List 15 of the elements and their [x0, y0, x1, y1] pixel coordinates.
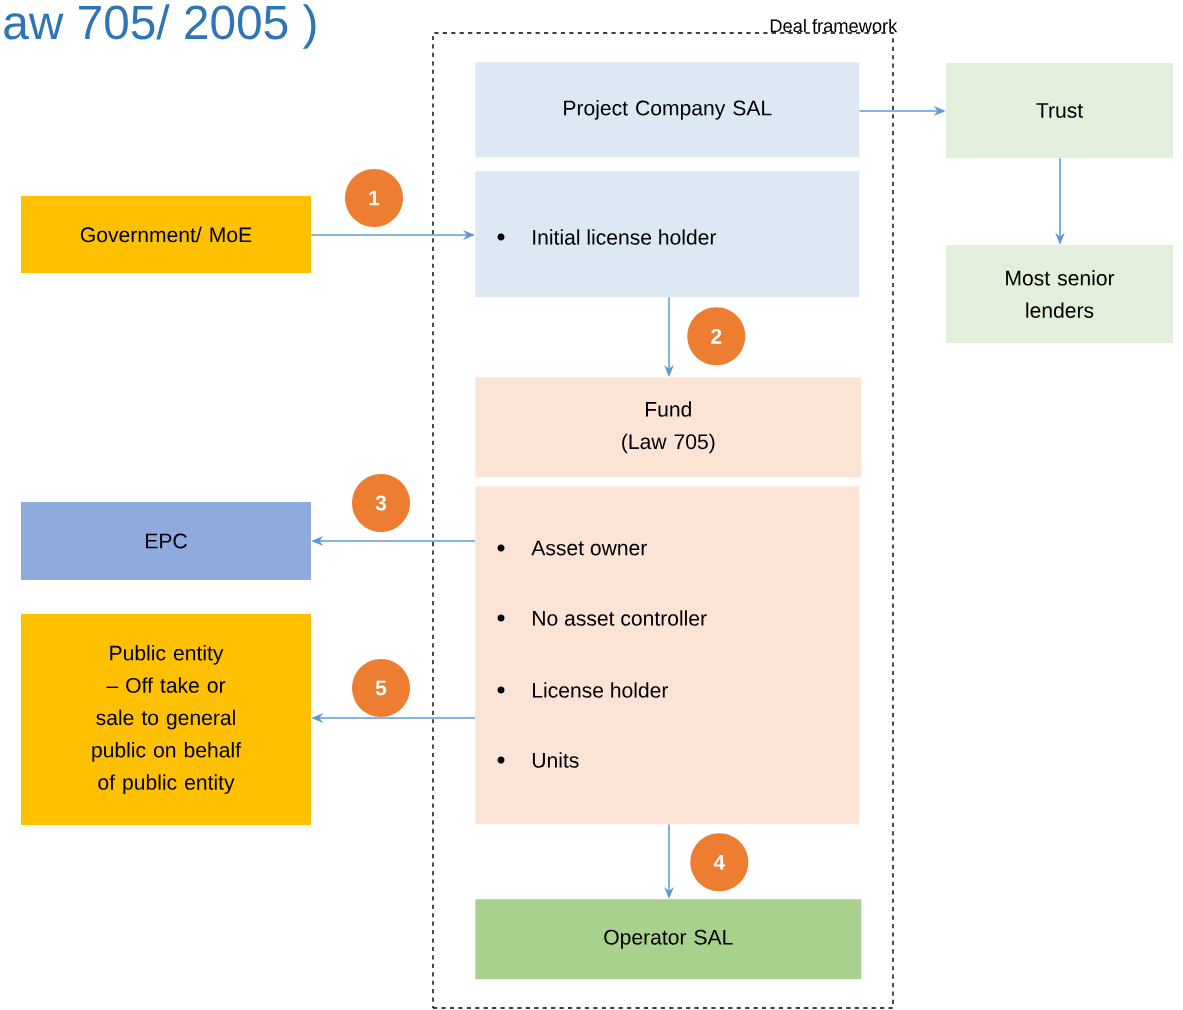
process-box: EPC [21, 502, 311, 580]
process-box: Fund (Law 705) [475, 377, 862, 478]
list-item: No asset controller [533, 610, 707, 626]
list-item: Initial license holder [533, 229, 717, 245]
list-item: Asset owner [531, 540, 647, 556]
list-item: License holder [533, 682, 669, 698]
process-box: Trust [946, 63, 1173, 158]
list-item: Units [532, 752, 579, 768]
process-box: Project Company SAL [475, 62, 860, 158]
frame-title: Deal framework [770, 18, 898, 33]
process-box: Public entity – Off take or sale to general public on behalf of public entity [21, 614, 311, 825]
title: aw 705/ 2005 ) [4, 4, 316, 49]
process-box: Government/ MoE [21, 196, 311, 273]
process-box: Operator SAL [475, 899, 862, 980]
process-box: Most senior lenders [946, 245, 1173, 343]
